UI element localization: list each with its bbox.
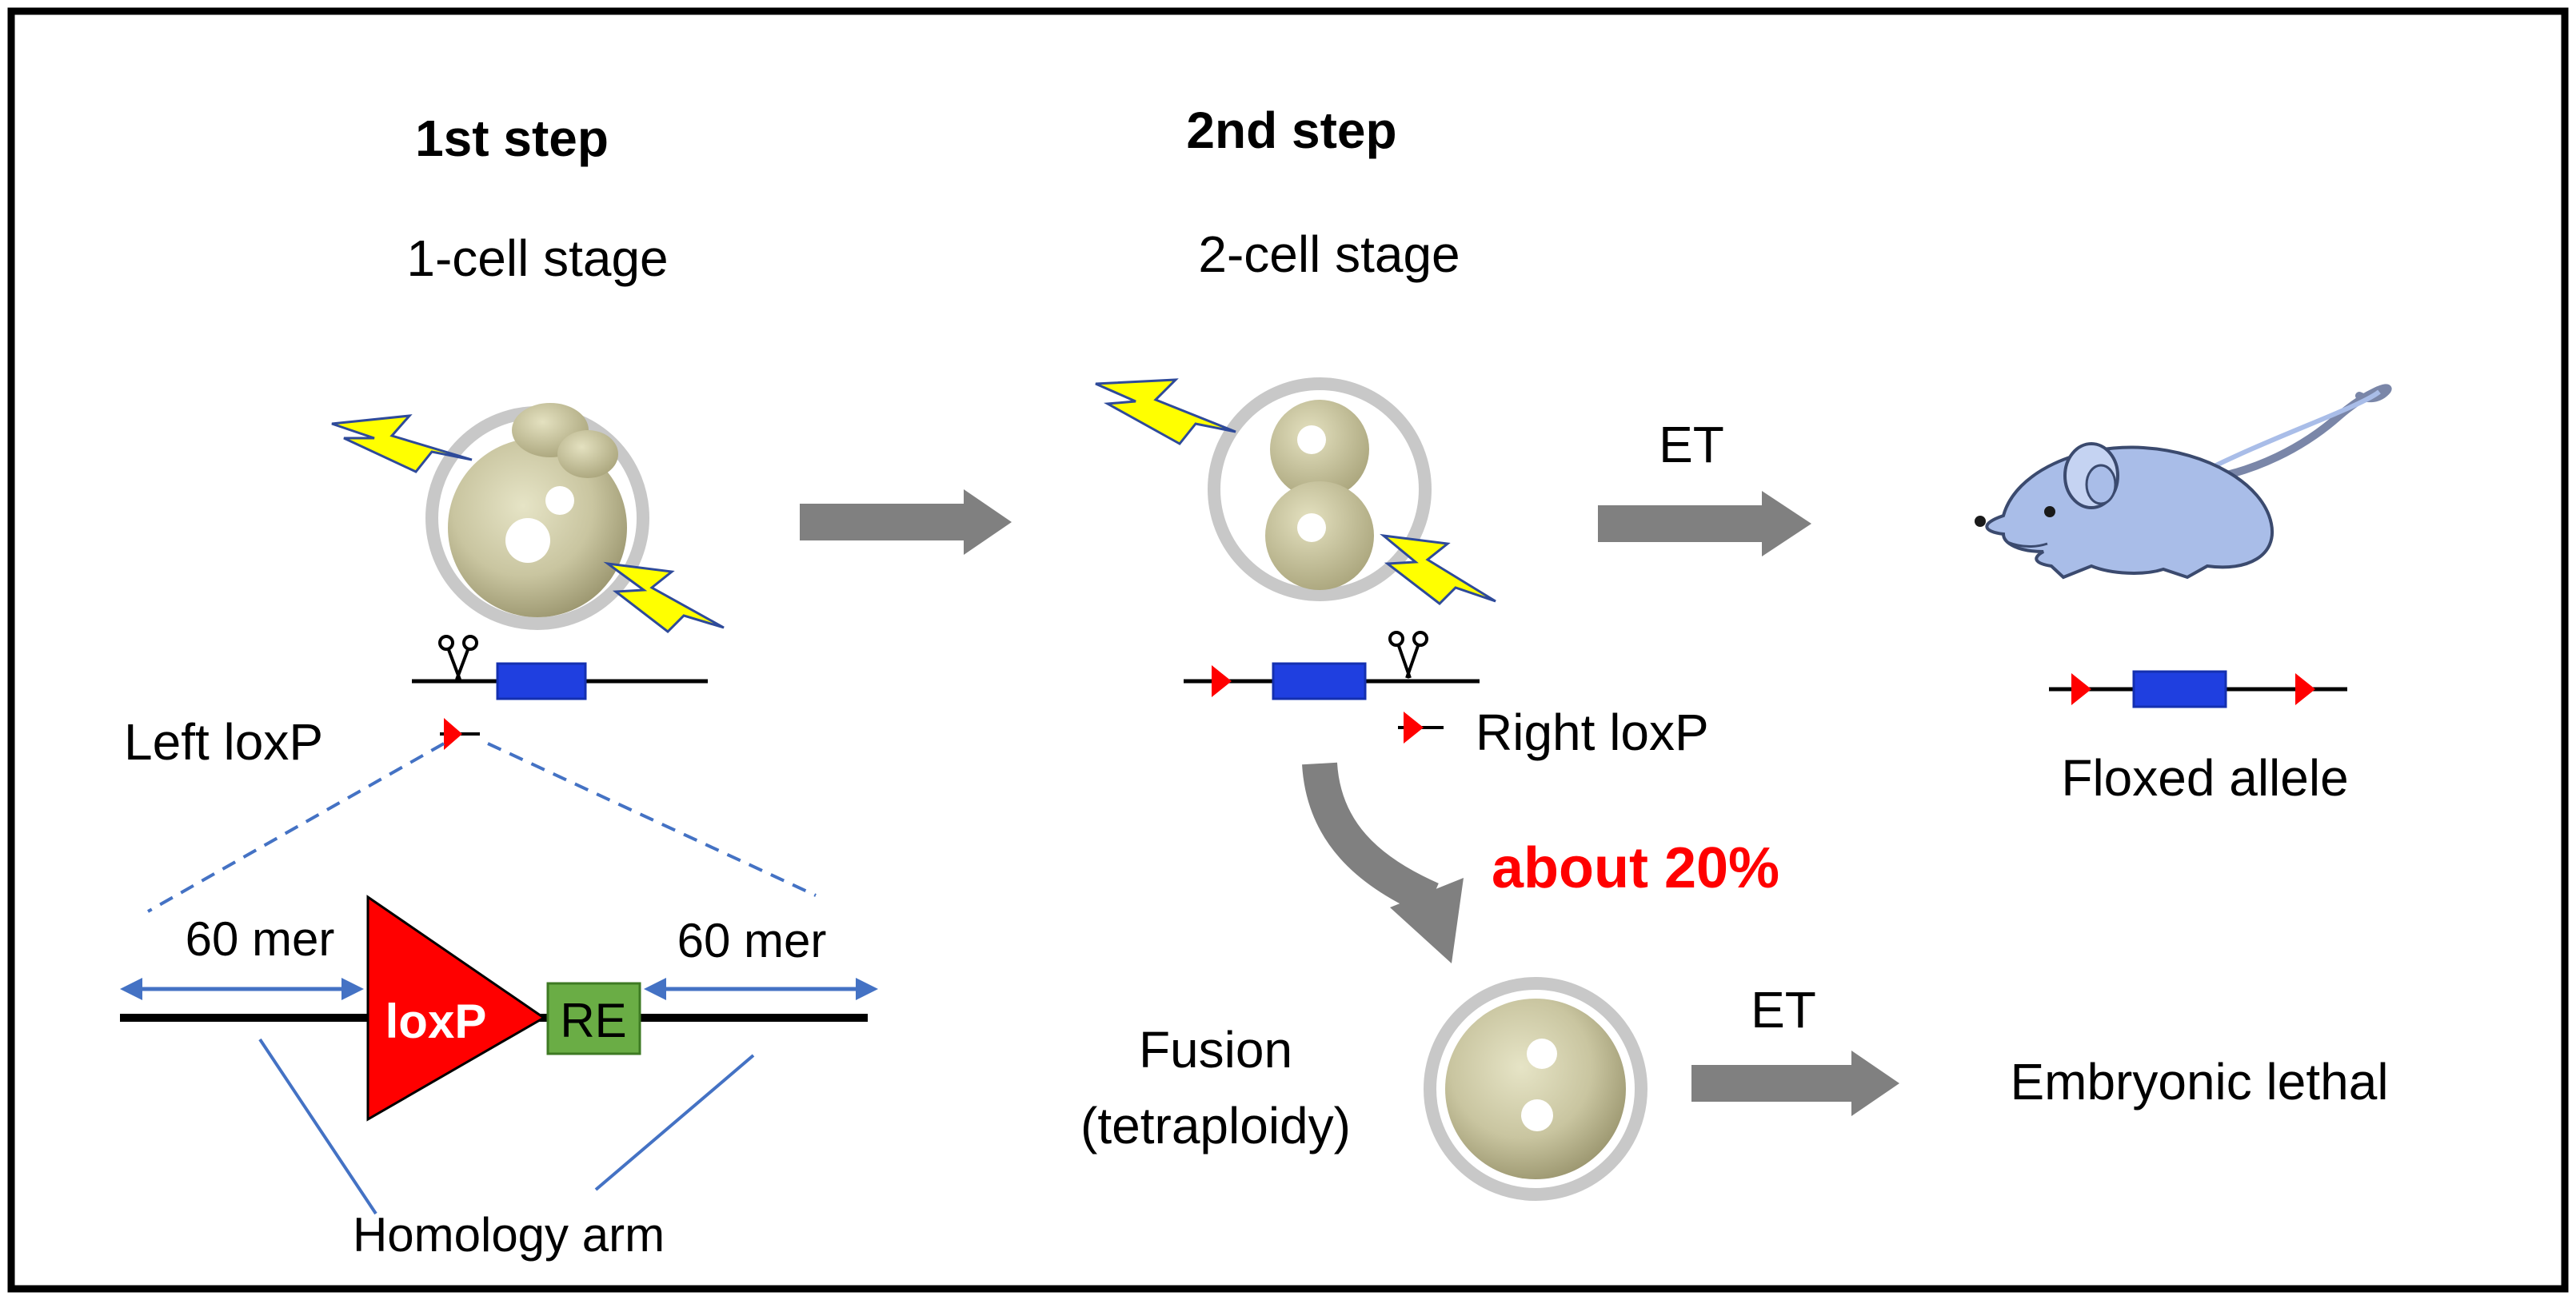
mouse-icon: [1975, 384, 2392, 580]
right-loxp-label: Right loxP: [1476, 704, 1709, 761]
gene-locus-step1: [412, 662, 708, 700]
floxed-allele-label: Floxed allele: [2061, 749, 2348, 807]
re-box: [546, 982, 641, 1055]
embryonic-lethal-label: Embryonic lethal: [2010, 1053, 2388, 1111]
arm-left-label: 60 mer: [186, 912, 335, 966]
tetraploidy-label: (tetraploidy): [1080, 1097, 1351, 1154]
lightning-icon: [1095, 378, 1236, 445]
left-loxp-site: [1212, 665, 1232, 697]
ssodn-detail: loxP RE: [120, 895, 868, 1122]
step1-title: 1st step: [415, 110, 609, 167]
floxed-allele-locus: [2049, 670, 2347, 708]
et-arrow-top: [1598, 491, 1811, 556]
scissors-icon: [438, 635, 478, 680]
fusion-label: Fusion: [1139, 1021, 1292, 1079]
left-homology-span: [120, 978, 364, 1000]
homology-pointer-right: [594, 1054, 755, 1191]
arm-right-label: 60 mer: [677, 914, 827, 967]
left-loxp-label: Left loxP: [124, 713, 323, 771]
tetraploid-embryo: [1424, 977, 1647, 1201]
left-loxp-site: [2071, 673, 2091, 705]
percentage-label: about 20%: [1492, 836, 1779, 900]
zoom-line-right: [487, 742, 817, 897]
curved-arrow-down: [1302, 762, 1464, 963]
gene-locus-step2: [1184, 662, 1480, 700]
homology-arm-label: Homology arm: [353, 1208, 665, 1262]
lightning-icon: [1380, 533, 1496, 605]
re-label: RE: [560, 994, 626, 1047]
two-cell-embryo: [1208, 377, 1432, 601]
zoom-line-left: [147, 742, 445, 913]
loxp-label: loxP: [385, 995, 487, 1048]
right-loxp-oligo: [1398, 712, 1444, 744]
right-loxp-site: [2295, 673, 2315, 705]
exon-box: [496, 662, 587, 700]
et-bottom-label: ET: [1751, 981, 1816, 1039]
et-arrow-bottom: [1691, 1051, 1899, 1116]
et-top-label: ET: [1659, 416, 1724, 473]
scissors-icon: [1388, 631, 1428, 679]
step1-stage: 1-cell stage: [406, 229, 668, 287]
loxp-triangle: [366, 895, 546, 1122]
right-homology-span: [644, 978, 878, 1000]
lightning-icon: [603, 561, 725, 633]
process-arrow: [800, 489, 1012, 555]
one-cell-zygote: [425, 403, 649, 630]
exon-box: [2132, 670, 2227, 708]
exon-box: [1272, 662, 1367, 700]
homology-pointer-left: [258, 1038, 377, 1215]
left-loxp-oligo: [440, 718, 480, 750]
lightning-icon: [331, 414, 473, 473]
step2-stage: 2-cell stage: [1198, 225, 1460, 283]
step2-title: 2nd step: [1186, 102, 1396, 159]
